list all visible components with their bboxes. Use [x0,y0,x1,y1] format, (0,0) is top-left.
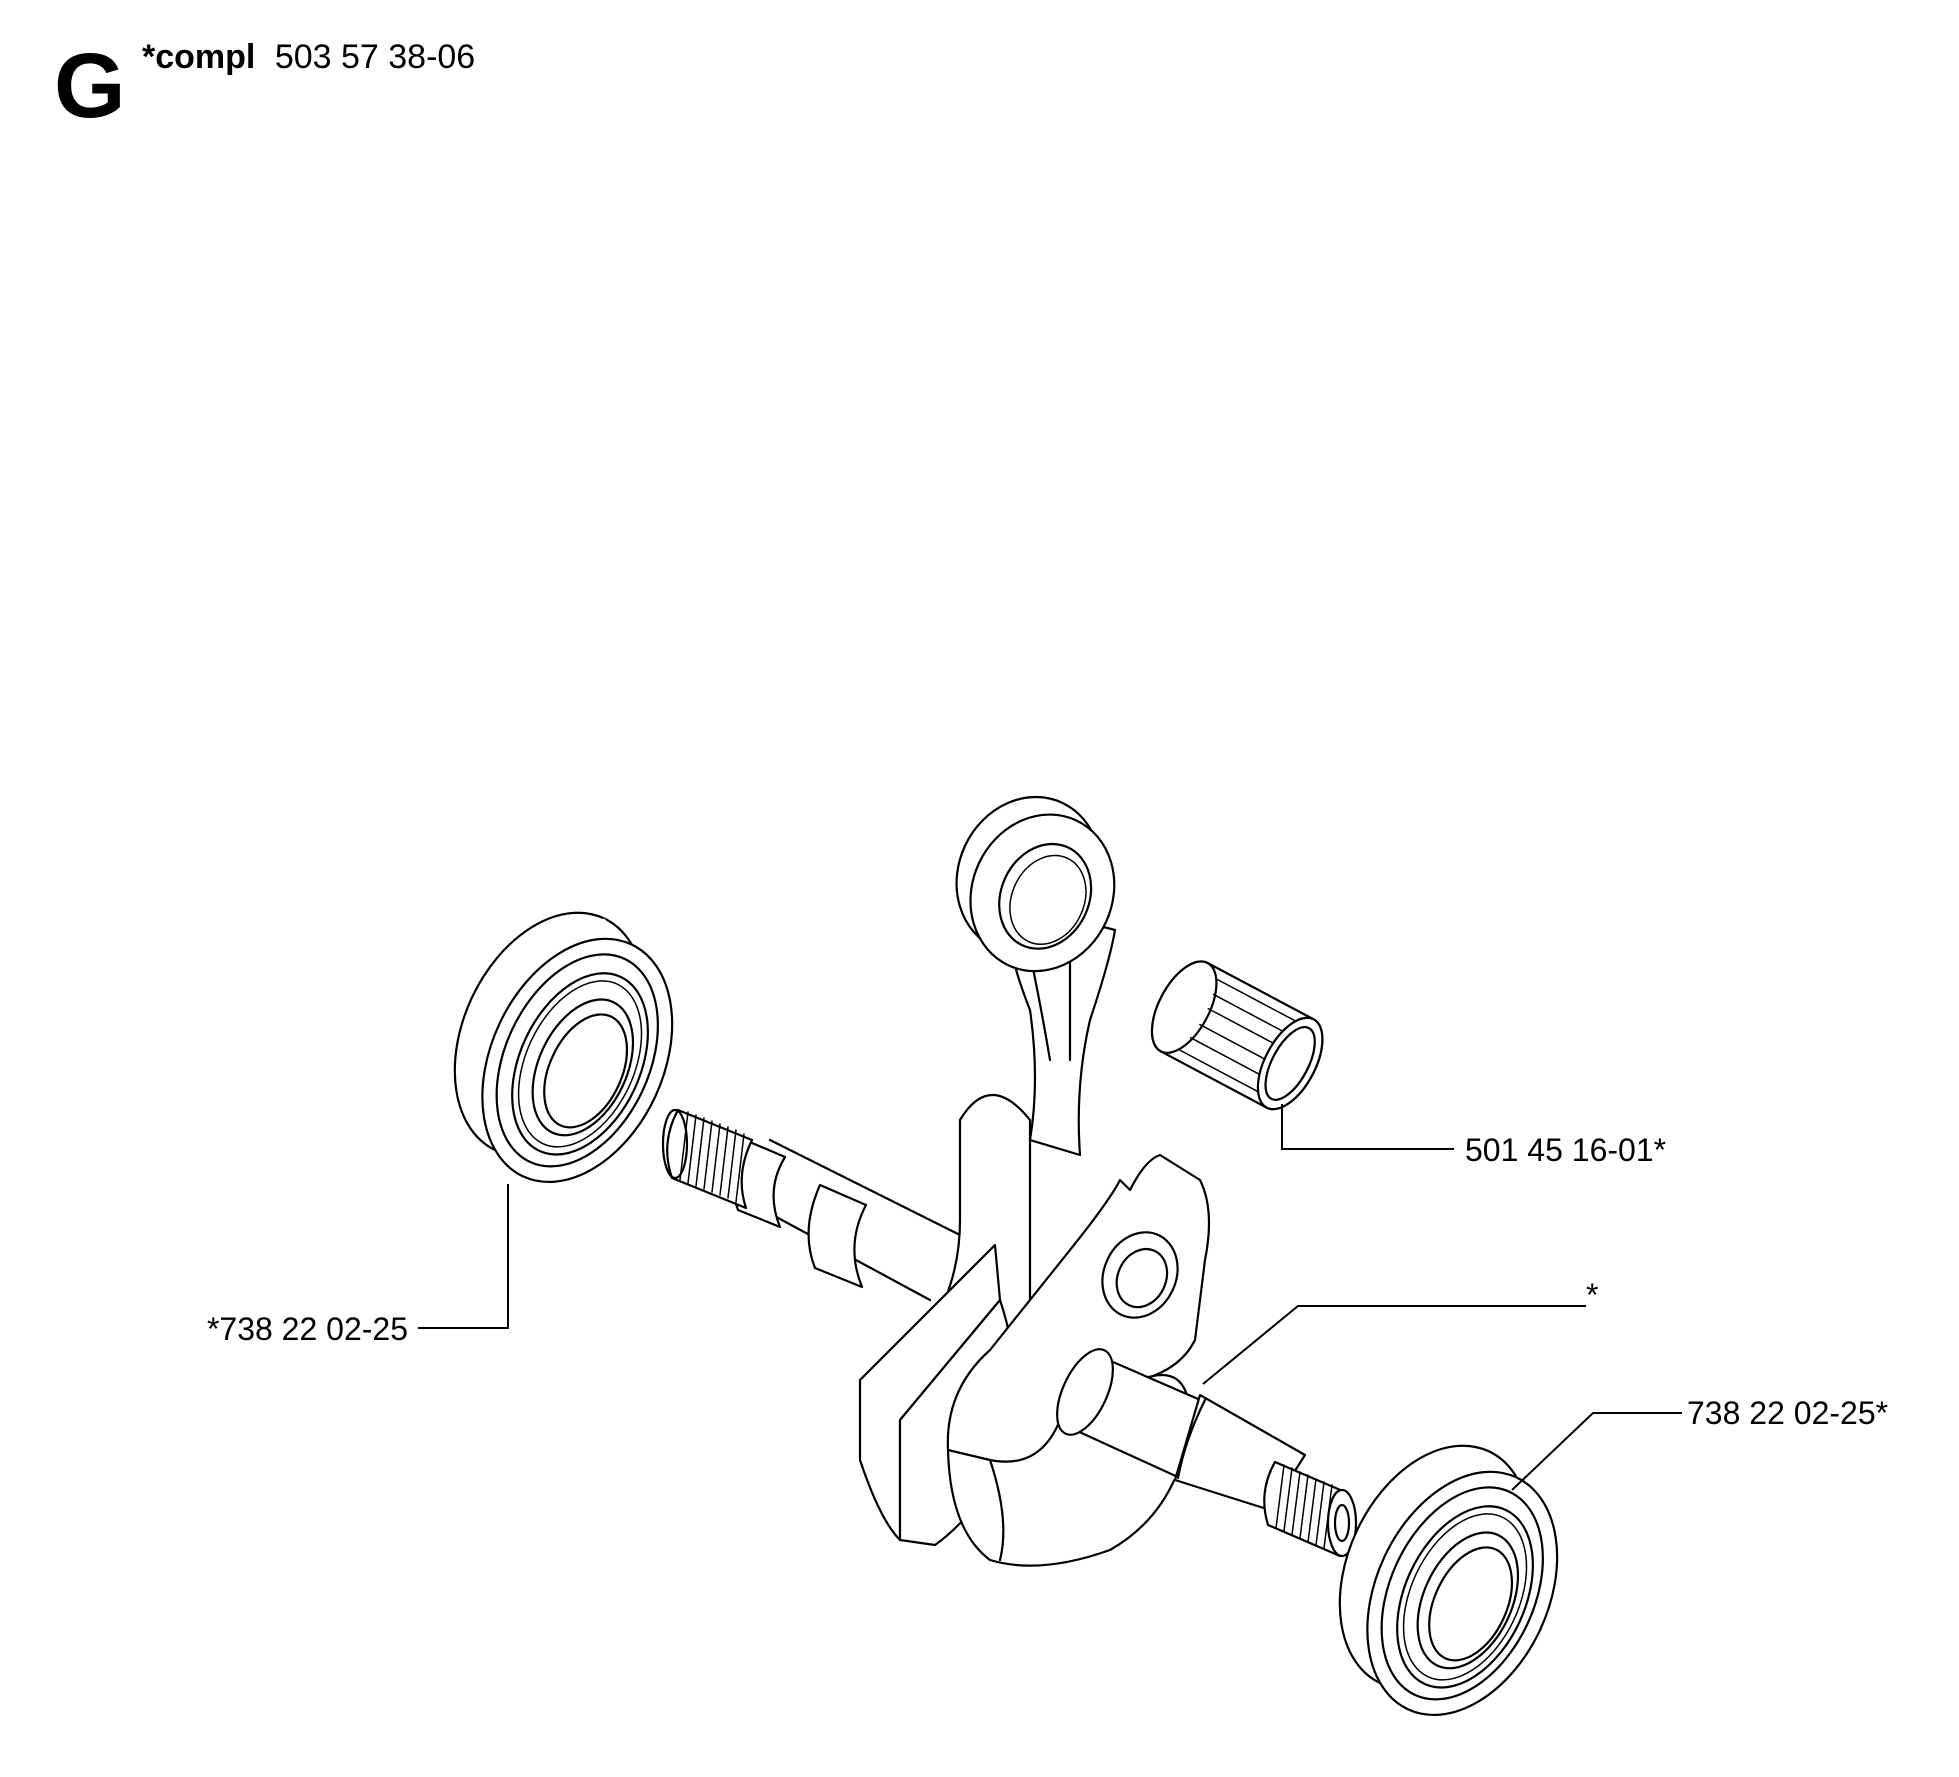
leader-lines [418,1104,1682,1491]
group-letter: G [54,35,126,137]
left-ball-bearing [453,911,674,1184]
diagram-header: G *compl 503 57 38-06 [54,35,475,137]
compl-label: *compl [142,38,255,76]
leader-needle-bearing [1281,1104,1454,1150]
leader-crankshaft [1202,1305,1586,1385]
crankshaft [661,795,1358,1567]
right-ball-bearing [1338,1444,1559,1717]
callout-crankshaft: * [1586,1277,1598,1313]
needle-bearing [1150,960,1324,1111]
leader-right-bearing [1511,1412,1682,1491]
callout-needle-bearing: 501 45 16-01* [1465,1132,1666,1168]
callout-right-bearing: 738 22 02-25* [1687,1395,1888,1431]
compl-part-number: 503 57 38-06 [275,38,475,76]
compl-heading: *compl 503 57 38-06 [142,38,475,76]
callout-labels: *738 22 02-25 501 45 16-01* * 738 22 02-… [207,1132,1888,1431]
leader-left-bearing [418,1184,509,1329]
callout-left-bearing: *738 22 02-25 [207,1311,408,1347]
